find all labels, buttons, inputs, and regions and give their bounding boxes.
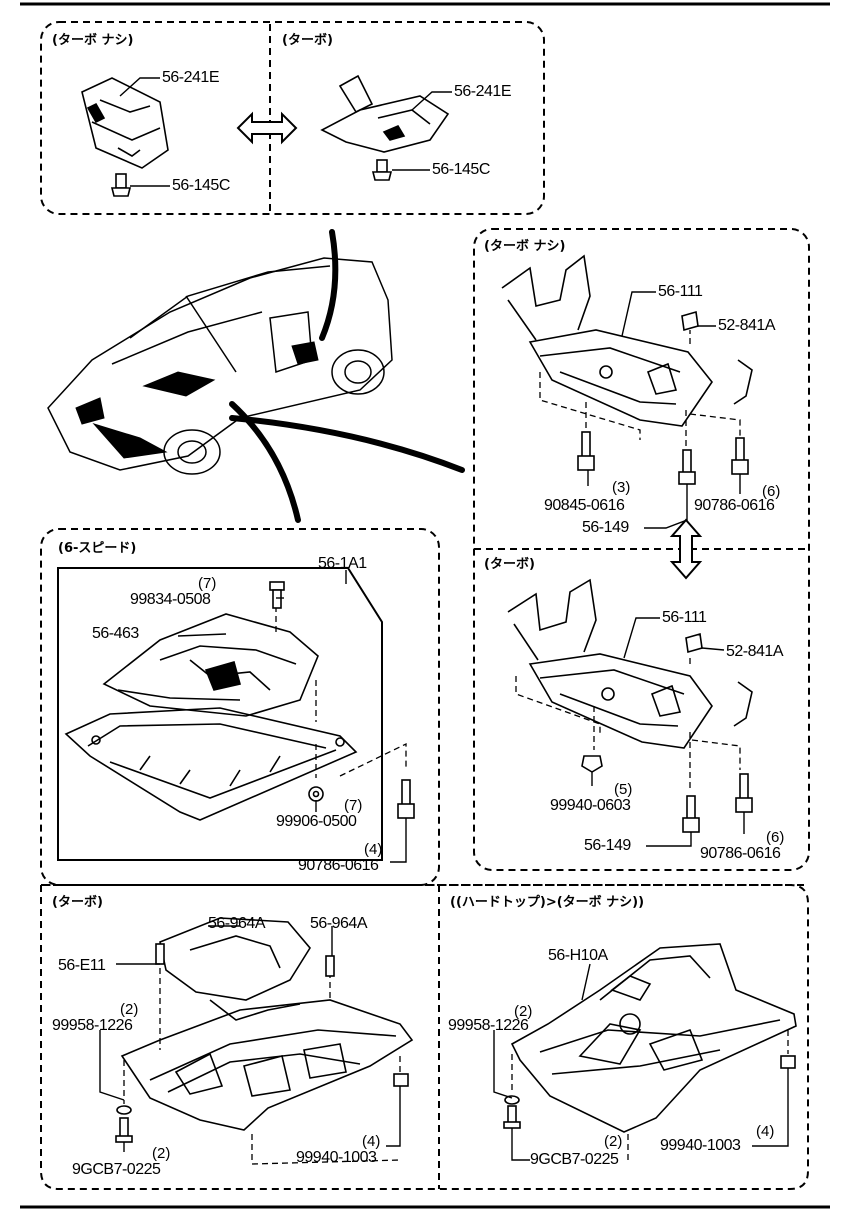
under-cover-56-H10A bbox=[510, 943, 797, 1133]
under-cover-56-E11 bbox=[120, 917, 414, 1131]
lower-dashed-guides bbox=[515, 654, 741, 790]
alternative-arrow-right bbox=[669, 518, 703, 580]
under-cover-56-111-upper bbox=[501, 254, 753, 427]
label-52-841A-lower: 52-841A bbox=[726, 643, 784, 660]
label-99958-1226-left: 99958-1226 bbox=[52, 1017, 133, 1034]
label-99940-0603: 99940-0603 bbox=[550, 797, 631, 814]
label-56-964A-left: 56-964A bbox=[208, 915, 266, 932]
qty-99958-1226-right: (2) bbox=[514, 1003, 533, 1020]
qty-9GCB7-0225-right: (2) bbox=[604, 1133, 623, 1150]
panel-frame-bottom bbox=[40, 884, 809, 1190]
qty-90845-0616: (3) bbox=[612, 479, 631, 496]
panel-title-turbo-top: (ターボ) bbox=[282, 33, 333, 48]
label-56-463: 56-463 bbox=[92, 625, 139, 642]
qty-90786-0616-6speed: (4) bbox=[364, 841, 383, 858]
label-9GCB7-0225-right: 9GCB7-0225 bbox=[530, 1151, 619, 1168]
panel-frame-top bbox=[40, 21, 545, 215]
six-speed-fasteners bbox=[269, 581, 415, 819]
panel-frame-6speed bbox=[40, 528, 440, 886]
label-56-111-lower: 56-111 bbox=[662, 609, 707, 626]
label-56-241E-left: 56-241E bbox=[162, 69, 220, 86]
e11-fasteners bbox=[115, 943, 409, 1143]
alternative-arrow-top bbox=[236, 111, 298, 145]
qty-99940-0603: (5) bbox=[614, 781, 633, 798]
label-56-145C-left: 56-145C bbox=[172, 177, 230, 194]
label-56-H10A: 56-H10A bbox=[548, 947, 608, 964]
under-cover-56-1A1 bbox=[64, 707, 358, 821]
label-56-241E-right: 56-241E bbox=[454, 83, 512, 100]
panel-title-turbo-right: (ターボ) bbox=[484, 557, 535, 572]
label-90786-0616-upper: 90786-0616 bbox=[694, 497, 775, 514]
panel-title-turbo-nashi-top: (ターボ ナシ) bbox=[52, 33, 134, 48]
qty-90786-0616-lower: (6) bbox=[766, 829, 785, 846]
label-99906-0500: 99906-0500 bbox=[276, 813, 357, 830]
qty-9GCB7-0225-left: (2) bbox=[152, 1145, 171, 1162]
clip-56-145C-left bbox=[110, 173, 132, 197]
car-illustration bbox=[47, 257, 393, 475]
label-56-E11: 56-E11 bbox=[58, 957, 106, 974]
e11-dashed-guides bbox=[123, 958, 401, 1165]
label-90845-0616: 90845-0616 bbox=[544, 497, 625, 514]
panel-title-6speed: (6-スピード) bbox=[58, 541, 137, 556]
qty-99834-0508: (7) bbox=[198, 575, 217, 592]
qty-90786-0616-upper: (6) bbox=[762, 483, 781, 500]
label-56-964A-right: 56-964A bbox=[310, 915, 368, 932]
label-56-145C-right: 56-145C bbox=[432, 161, 490, 178]
lower-fasteners bbox=[581, 632, 753, 833]
qty-99958-1226-left: (2) bbox=[120, 1001, 139, 1018]
heat-shield-56-463 bbox=[102, 613, 319, 717]
car-highlighted-covers bbox=[75, 341, 319, 459]
h10a-fasteners bbox=[503, 1055, 796, 1129]
label-99834-0508: 99834-0508 bbox=[130, 591, 211, 608]
leader-lines bbox=[99, 77, 789, 1161]
upper-dashed-guides bbox=[539, 330, 741, 450]
label-52-841A-upper: 52-841A bbox=[718, 317, 776, 334]
label-90786-0616-lower: 90786-0616 bbox=[700, 845, 781, 862]
qty-99906-0500: (7) bbox=[344, 797, 363, 814]
label-99958-1226-right: 99958-1226 bbox=[448, 1017, 529, 1034]
label-56-149-upper: 56-149 bbox=[582, 519, 629, 536]
h10a-dashed-guides bbox=[511, 1030, 789, 1164]
label-90786-0616-6speed: 90786-0616 bbox=[298, 857, 379, 874]
qty-99940-1003-right: (4) bbox=[756, 1123, 775, 1140]
label-56-149-lower: 56-149 bbox=[584, 837, 631, 854]
clip-56-145C-right bbox=[371, 159, 393, 181]
upper-fasteners bbox=[577, 310, 749, 485]
under-cover-56-111-lower bbox=[507, 578, 753, 749]
callout-lines bbox=[229, 229, 465, 523]
panel-title-hardtop-turbo-nashi: ((ハードトップ)>(ターボ ナシ)) bbox=[450, 895, 645, 910]
label-56-111-upper: 56-111 bbox=[658, 283, 703, 300]
six-speed-dashed-guides bbox=[275, 606, 407, 778]
under-cover-56-241E-left bbox=[81, 77, 169, 169]
label-99940-1003-left: 99940-1003 bbox=[296, 1149, 377, 1166]
panel-frame-6speed-inner bbox=[57, 567, 383, 861]
under-cover-56-241E-right bbox=[320, 74, 450, 153]
panel-title-turbo-bottom: (ターボ) bbox=[52, 895, 103, 910]
label-9GCB7-0225-left: 9GCB7-0225 bbox=[72, 1161, 161, 1178]
qty-99940-1003-left: (4) bbox=[362, 1133, 381, 1150]
panel-title-turbo-nashi-right: (ターボ ナシ) bbox=[484, 239, 566, 254]
label-99940-1003-right: 99940-1003 bbox=[660, 1137, 741, 1154]
label-56-1A1: 56-1A1 bbox=[318, 555, 367, 572]
